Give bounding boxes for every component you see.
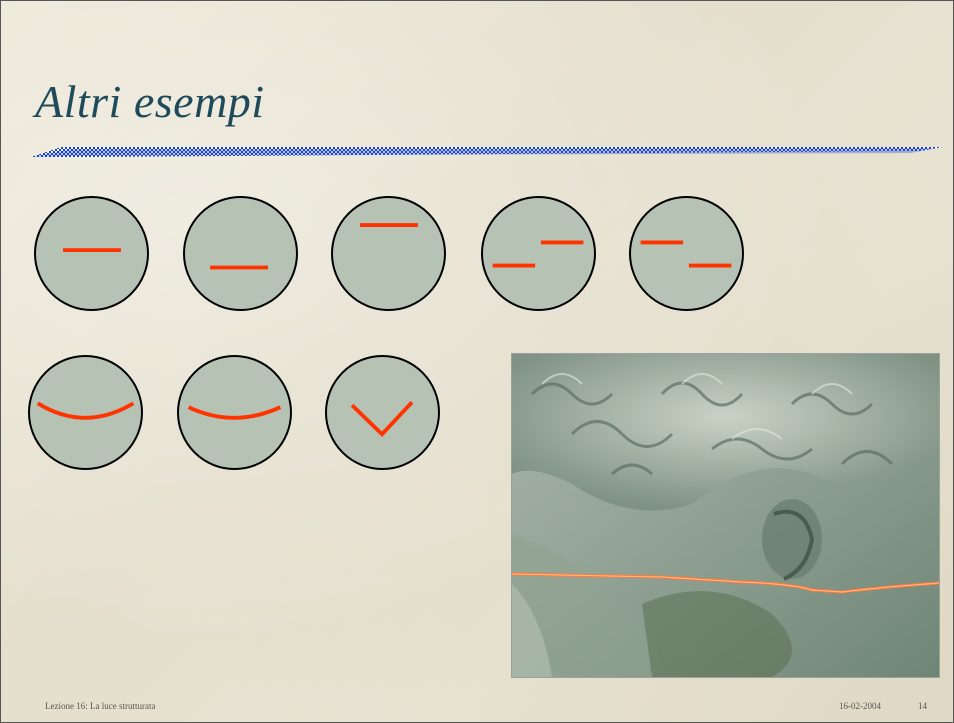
title-underline bbox=[31, 147, 943, 157]
example-centered-line bbox=[34, 196, 149, 311]
example-curve-shallow bbox=[177, 355, 292, 470]
example-step-down-line bbox=[629, 196, 744, 311]
footer-date: 16-02-2004 bbox=[839, 701, 881, 711]
example-high-line bbox=[331, 196, 446, 311]
example-low-line bbox=[183, 196, 298, 311]
example-v-shape bbox=[325, 355, 440, 470]
footer-lecture: Lezione 16: La luce strutturata bbox=[45, 701, 156, 711]
example-curve-wide bbox=[28, 355, 143, 470]
statue-photo bbox=[511, 353, 940, 678]
example-step-up-line bbox=[481, 196, 596, 311]
footer-page-number: 14 bbox=[918, 701, 927, 711]
slide-title: Altri esempi bbox=[35, 76, 265, 127]
